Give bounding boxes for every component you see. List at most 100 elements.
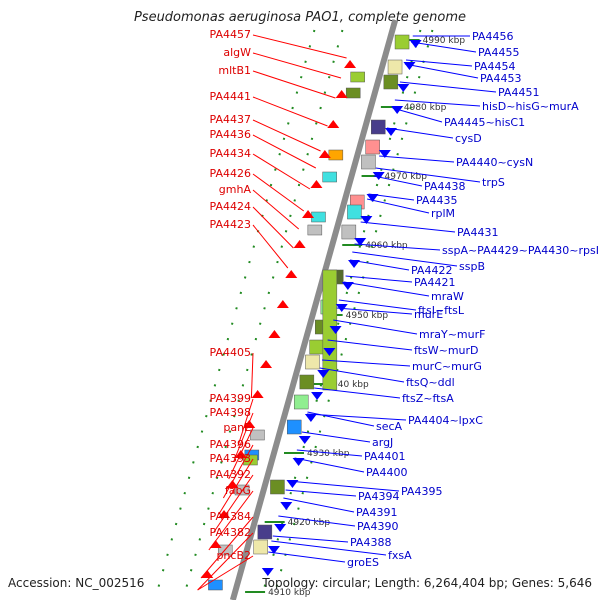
right-gene-label: PA4455 [478,46,519,59]
right-leader-line [399,81,497,93]
gene-block-left [345,87,361,99]
left-leader-line [252,96,328,127]
left-leader-line [252,134,317,169]
right-gene-label: ftsI~ftsL [418,304,465,317]
right-leader-line [394,99,481,107]
right-gene-label: mraY~murF [419,328,485,341]
left-leader-line [218,458,254,515]
left-leader-line [197,555,254,591]
gene-arrow-left [260,360,273,368]
gene-arrow-left [293,240,306,248]
scale-tick-label: 4990 kbp [423,36,466,46]
right-leader-line [336,307,413,315]
gene-arrow-right [341,282,354,290]
right-gene-label: PA4395 [401,485,442,498]
right-leader-line [404,63,479,79]
right-gene-label: PA4394 [358,490,399,503]
right-leader-line [288,480,400,492]
left-gene-label: PA4396 [210,438,251,451]
gene-arrow-right [311,392,324,400]
left-leader-line [252,153,311,190]
right-gene-label: PA4390 [357,520,398,533]
gene-arrow-right [372,172,385,180]
right-leader-line [411,41,477,53]
right-gene-label: PA4435 [416,194,457,207]
gene-block-left [307,224,323,236]
left-leader-line [252,189,300,230]
right-gene-label: mraW [431,290,464,303]
gene-arrow-left [318,150,331,158]
gene-arrow-left [335,90,348,98]
right-leader-line [379,155,455,163]
scale-tick-label: 4970 kbp [385,172,428,182]
left-leader-line [252,173,305,212]
gene-block-right [387,59,403,75]
right-leader-line [368,193,415,201]
gene-arrow-left [310,180,323,188]
right-gene-label: PA4400 [366,466,407,479]
gene-block-right [383,74,399,90]
right-leader-line [367,198,430,214]
gene-arrow-left [344,60,357,68]
right-gene-label: PA4438 [424,180,465,193]
right-gene-label: argJ [372,436,393,449]
left-gene-label: PA4436 [210,128,251,141]
left-gene-label: algW [223,46,251,59]
right-gene-label: fxsA [388,549,412,562]
right-leader-line [271,540,387,556]
gene-arrow-right [385,128,397,136]
right-gene-label: PA4388 [350,536,391,549]
gene-block-right [309,339,324,355]
gene-arrow-left [276,300,289,308]
right-gene-label: murC~murG [412,360,482,373]
left-gene-label: mltB1 [218,64,251,77]
gene-arrow-right [267,546,280,554]
left-leader-line [237,398,254,447]
right-leader-line [375,167,481,183]
gene-arrow-left [327,120,340,128]
right-leader-line [345,275,413,283]
topology-label: Topology: circular; Length: 6,264,404 bp… [262,576,592,590]
gene-arrow-left [226,480,239,488]
right-leader-line [319,367,405,383]
gene-block-right [394,34,410,50]
right-leader-line [272,535,349,543]
right-gene-label: trpS [482,176,505,189]
right-gene-label: PA4456 [472,30,513,43]
gene-arrow-right [292,458,305,466]
right-gene-label: PA4440~cysN [456,156,533,169]
left-gene-label: gmhA [219,183,252,196]
right-leader-line [278,515,356,527]
gene-arrow-right [274,524,287,532]
right-leader-line [354,243,441,251]
gene-arrow-right [323,348,336,356]
gene-block-right [293,394,309,410]
gene-block-left [243,454,258,466]
left-gene-label: PA4382 [210,526,251,539]
scale-tick-label: 4930 kbp [307,449,350,459]
gene-arrow-right [348,260,361,268]
gene-block-right [347,204,362,220]
gene-block-left [350,71,365,83]
left-gene-label: PA4426 [210,167,251,180]
scale-tick-label: 4910 kbp [268,588,311,598]
gene-block-right [299,374,315,390]
right-leader-line [294,457,365,473]
left-leader-line [208,490,254,551]
left-leader-line [233,412,254,463]
right-leader-line [333,319,418,335]
right-gene-label: PA4422 [411,264,452,277]
right-leader-line [360,221,456,233]
scale-tick-label: 4920 kbp [288,518,331,528]
right-gene-label: PA4391 [356,506,397,519]
genome-backbone [229,19,399,600]
gene-arrow-right [317,370,330,378]
left-leader-line [222,444,254,499]
left-gene-label: PA4399 [210,392,251,405]
gene-block-left [250,429,265,441]
gene-block-right [257,524,273,540]
left-gene-label: PA4434 [210,147,251,160]
gene-arrow-right [366,194,379,202]
